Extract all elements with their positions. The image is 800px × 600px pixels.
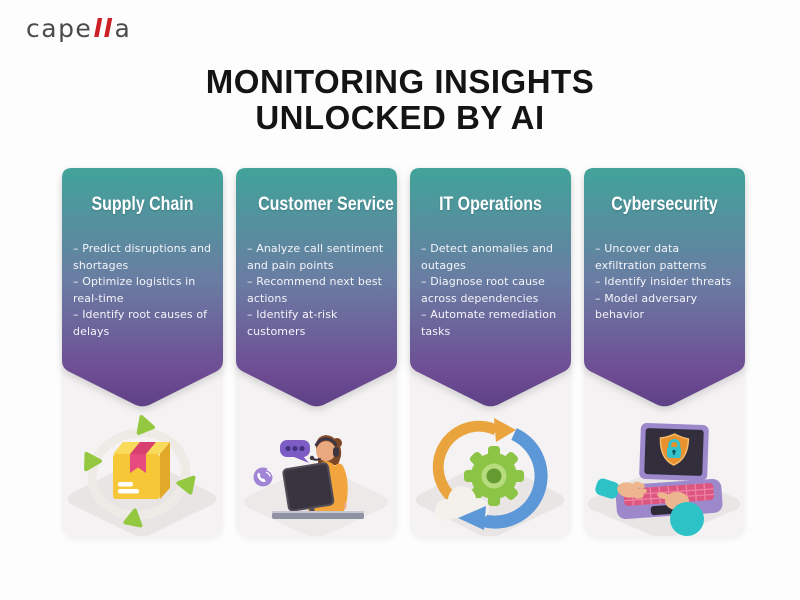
bullet-item: – Predict disruptions and shortages	[73, 242, 212, 272]
page-title-line-1: MONITORING INSIGHTS	[205, 63, 595, 101]
card-it-operations: IT Operations – Detect anomalies and out…	[410, 168, 571, 538]
bullet-item: – Optimize logistics in real-time	[73, 275, 196, 305]
card-customer-service: Customer Service – Analyze call sentimen…	[236, 168, 397, 538]
bullet-item: – Identify at-risk customers	[247, 308, 338, 338]
capella-logo: capella	[26, 14, 131, 43]
card-bullet-list: – Analyze call sentiment and pain points…	[247, 241, 386, 340]
it-operations-banner: IT Operations – Detect anomalies and out…	[410, 168, 571, 409]
bullet-item: – Automate remediation tasks	[421, 308, 557, 338]
package-cycle-illustration	[68, 415, 216, 536]
card-title: Cybersecurity	[611, 194, 718, 215]
banner-ribbon-shape	[236, 168, 397, 407]
card-supply-chain: Supply Chain – Predict disruptions and s…	[62, 168, 223, 538]
supply-chain-banner: Supply Chain – Predict disruptions and s…	[62, 168, 223, 409]
cloud-gear-sync-illustration	[416, 418, 564, 536]
bullet-item: – Uncover data exfiltration patterns	[595, 242, 707, 272]
bullet-item: – Model adversary behavior	[595, 291, 698, 322]
bullet-item: – Recommend next best actions	[247, 275, 383, 305]
bullet-item: – Detect anomalies and outages	[421, 242, 554, 272]
page-title-line-2: UNLOCKED BY AI	[255, 99, 545, 137]
logo-text-suffix: a	[114, 14, 132, 43]
customer-service-banner: Customer Service – Analyze call sentimen…	[236, 168, 397, 409]
cards-row: Supply Chain – Predict disruptions and s…	[62, 168, 745, 538]
card-title: Customer Service	[258, 194, 394, 215]
logo-accent-ll: ll	[93, 14, 114, 43]
card-cybersecurity: Cybersecurity – Uncover data exfiltratio…	[584, 168, 745, 538]
card-bullet-list: – Uncover data exfiltration patterns – I…	[595, 241, 734, 324]
card-title: Supply Chain	[91, 194, 194, 215]
banner-ribbon-shape	[62, 168, 223, 407]
bullet-item: – Identify insider threats	[595, 275, 732, 288]
banner-ribbon-shape	[584, 168, 745, 407]
bullet-item: – Diagnose root cause across dependencie…	[421, 275, 545, 305]
page-title: MONITORING INSIGHTS UNLOCKED BY AI	[0, 64, 800, 136]
card-bullet-list: – Predict disruptions and shortages – Op…	[73, 241, 212, 340]
banner-ribbon-shape	[410, 168, 571, 407]
cybersecurity-banner: Cybersecurity – Uncover data exfiltratio…	[584, 168, 745, 409]
laptop-shield-lock-illustration	[588, 423, 740, 536]
logo-text-prefix: cape	[26, 14, 93, 43]
card-bullet-list: – Detect anomalies and outages – Diagnos…	[421, 241, 560, 340]
bullet-item: – Identify root causes of delays	[73, 308, 208, 338]
card-title: IT Operations	[439, 194, 542, 215]
bullet-item: – Analyze call sentiment and pain points	[247, 242, 384, 272]
support-agent-illustration	[244, 435, 388, 536]
